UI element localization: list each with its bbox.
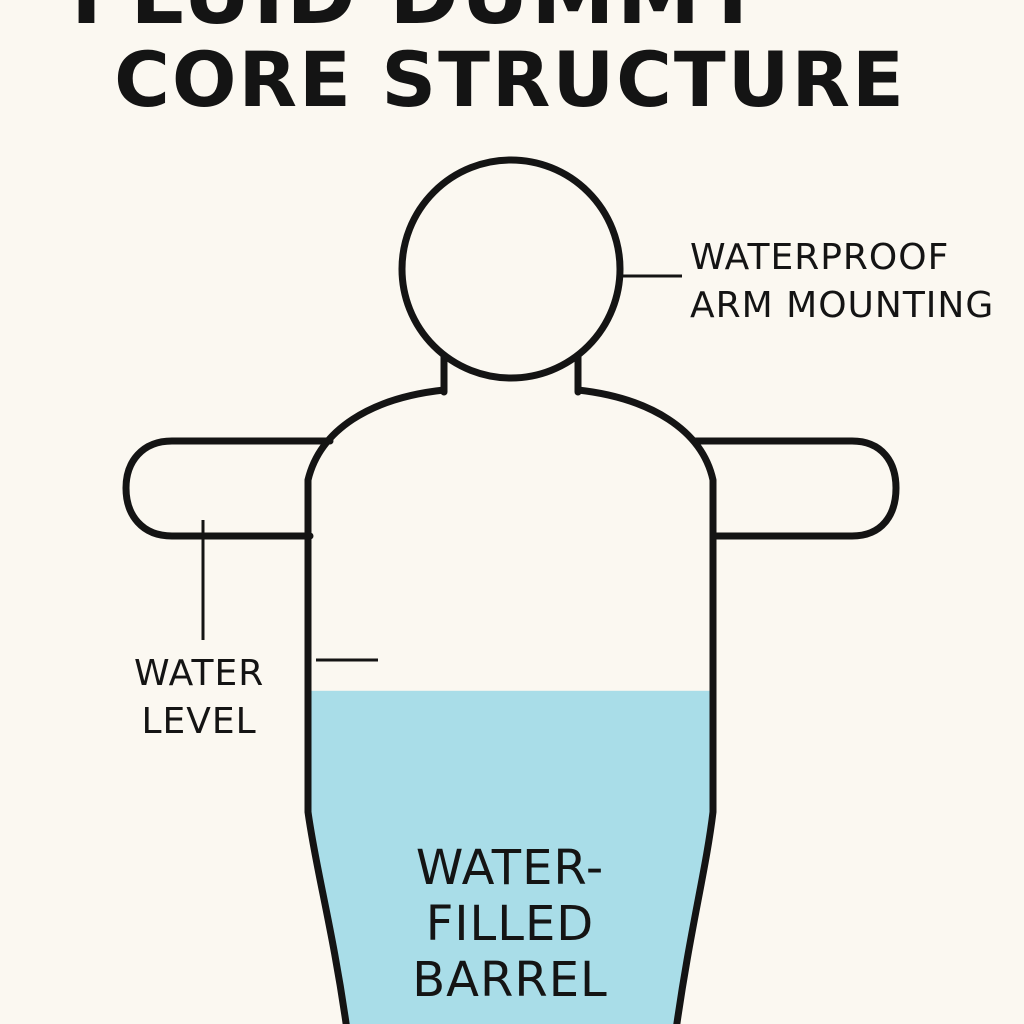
- diagram-title-line-1: FLUID DUMMY: [0, 0, 930, 36]
- arm-mounting-label-line-1: WATERPROOF: [690, 237, 950, 278]
- barrel-label: WATER- FILLED BARREL: [410, 840, 610, 1008]
- head: [398, 156, 624, 382]
- barrel-label-line-1: WATER-: [415, 840, 605, 896]
- arm-mounting-label: WATERPROOF ARM MOUNTING: [690, 234, 994, 330]
- barrel-label-line-3: BARREL: [412, 952, 608, 1008]
- water-fill: [308, 690, 713, 1024]
- barrel-label-line-2: FILLED: [425, 896, 595, 952]
- neck: [440, 352, 582, 396]
- right-arm: [690, 437, 900, 540]
- water-level-label: WATER LEVEL: [134, 650, 264, 746]
- water-level-label-line-1: WATER: [134, 653, 265, 694]
- left-arm: [122, 437, 334, 540]
- arm-mounting-label-line-2: ARM MOUNTING: [690, 285, 995, 326]
- water-level-label-line-2: LEVEL: [141, 701, 257, 742]
- barrel-outline: [304, 386, 717, 1024]
- diagram-title-line-2: CORE STRUCTURE: [114, 35, 906, 124]
